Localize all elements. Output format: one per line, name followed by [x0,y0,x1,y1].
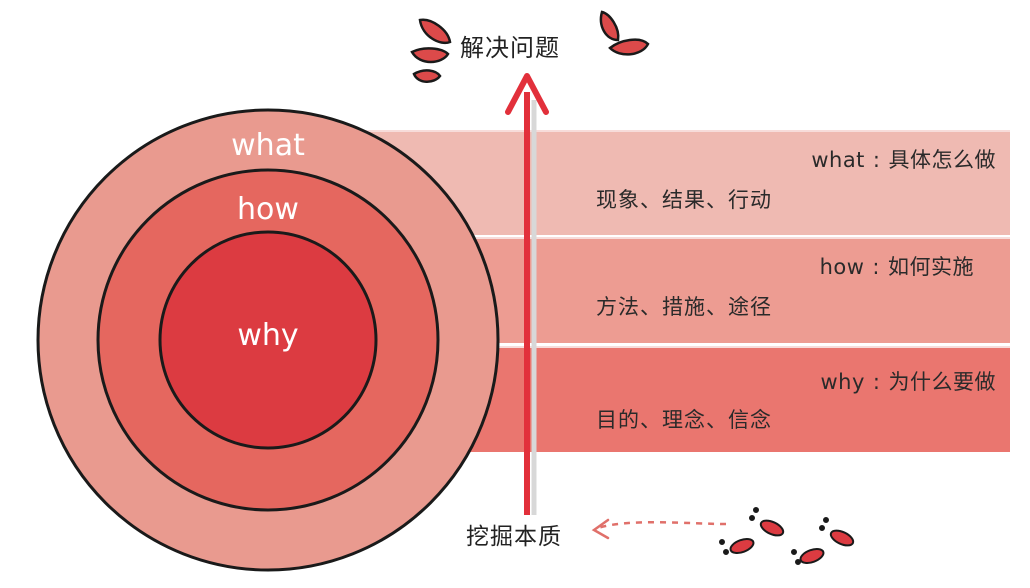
band-what-title: what: 具体怎么做 [811,144,996,174]
band-how-desc: 方法、措施、途径 [596,295,772,319]
ring-label-how: how [237,192,299,227]
band-why-key: why [820,370,865,394]
band-why-desc: 目的、理念、信念 [596,408,772,432]
band-why-title: why: 为什么要做 [821,366,997,396]
band-why-text: 为什么要做 [888,370,996,394]
top-label: 解决问题 [460,34,560,62]
band-how-text: 如何实施 [888,255,974,279]
ring-label-why: why [237,318,299,353]
dashed-arrow-icon [591,518,727,540]
ring-label-what: what [231,128,305,163]
band-what-sep: : [872,148,881,172]
band-what-key: what [811,148,865,172]
band-what-desc: 现象、结果、行动 [596,188,772,212]
band-what-text: 具体怎么做 [888,148,996,172]
band-how-sep: : [872,255,880,279]
bottom-label: 挖掘本质 [466,524,562,550]
band-how-title: how: 如何实施 [820,251,974,281]
splash-right-icon [599,10,650,56]
ring-why [158,230,378,450]
footprints-icon [719,507,855,565]
splash-left-icon [410,18,452,83]
band-why-sep: : [872,370,881,394]
up-arrow-icon [505,73,549,515]
band-how-key: how [819,255,865,279]
